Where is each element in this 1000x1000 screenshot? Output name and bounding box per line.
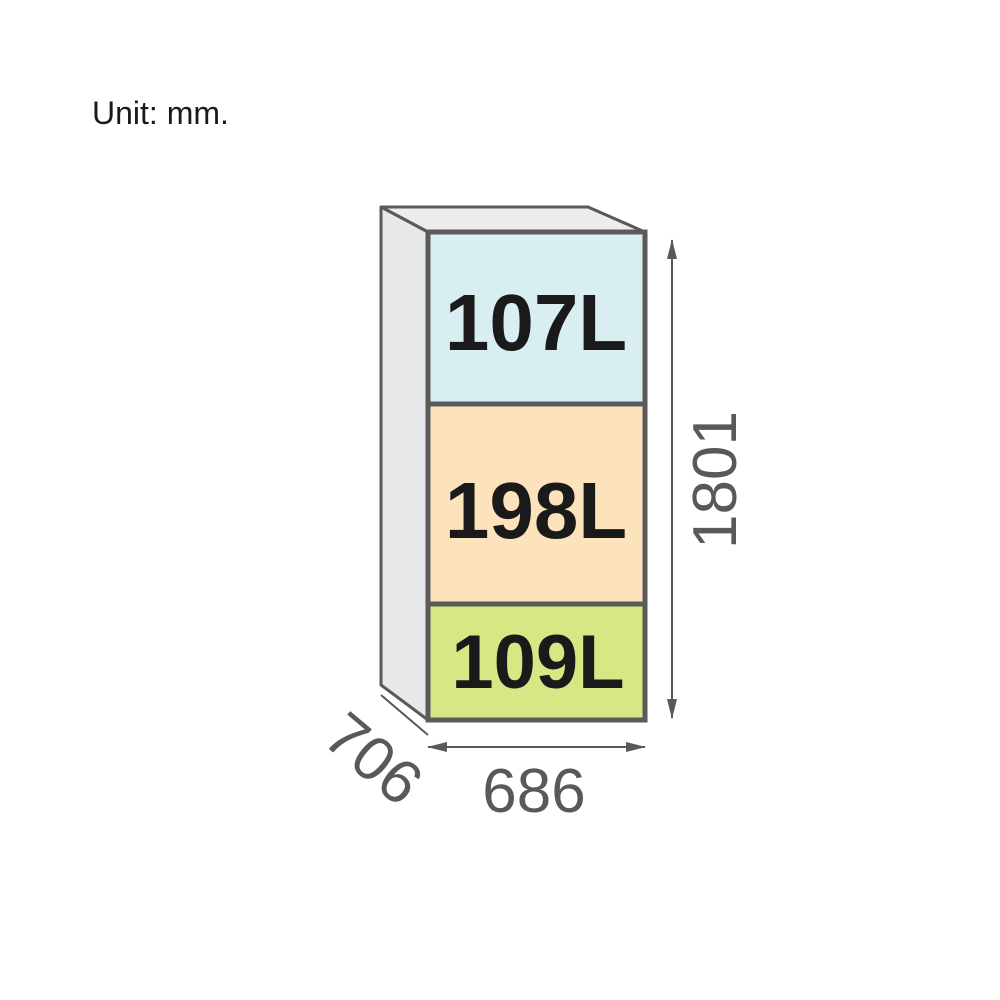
height-dimension-label: 1801	[681, 411, 750, 549]
compartment-bottom-label: 109L	[451, 620, 624, 705]
unit-label: Unit: mm.	[92, 95, 229, 131]
depth-dimension-label: 706	[311, 700, 435, 819]
compartment-top-label: 107L	[445, 278, 627, 367]
compartment-middle	[425, 401, 648, 607]
fridge-side-panel	[379, 205, 430, 722]
compartment-bottom	[425, 601, 648, 723]
width-dimension-label: 686	[482, 757, 585, 826]
depth-dimension-line	[380, 694, 429, 736]
compartment-middle-label: 198L	[445, 466, 627, 555]
